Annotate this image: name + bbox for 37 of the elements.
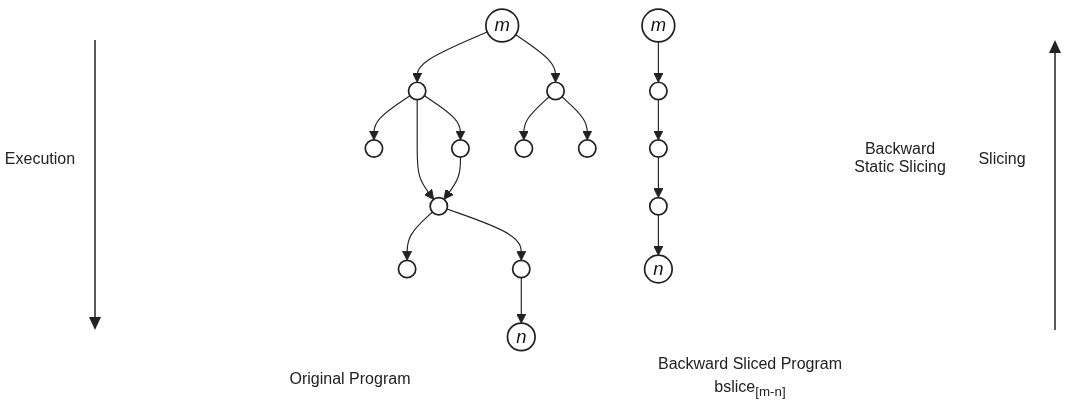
arrow xyxy=(653,214,664,256)
node-circle xyxy=(514,139,534,159)
node-circle xyxy=(407,81,427,101)
node-circle: n xyxy=(643,254,674,284)
node-circle xyxy=(364,139,384,159)
node-circle: n xyxy=(506,322,536,352)
node-circle xyxy=(648,81,668,101)
node-circle: m xyxy=(641,8,676,43)
arrow xyxy=(653,98,664,141)
node-circle xyxy=(450,139,470,159)
arrow xyxy=(653,156,664,199)
arrow xyxy=(416,98,435,200)
arrow xyxy=(561,96,593,141)
arrow xyxy=(515,34,561,83)
arrow xyxy=(653,41,664,83)
label-text: Backward Sliced Program xyxy=(656,355,844,373)
label-text: Slicing xyxy=(977,150,1027,168)
node-circle xyxy=(648,139,668,159)
arrow xyxy=(518,96,550,141)
arrow xyxy=(423,95,466,141)
node-circle xyxy=(511,259,531,279)
arrow xyxy=(412,31,488,83)
arrow xyxy=(402,211,433,261)
node-circle: m xyxy=(485,8,520,43)
label-text: Backward Static Slicing xyxy=(853,140,947,176)
node-circle xyxy=(546,81,566,101)
arrow xyxy=(368,95,411,141)
label-text: bslice$_{[m-n]}$ xyxy=(713,378,787,400)
node-circle xyxy=(429,196,449,216)
node-circle xyxy=(577,139,597,159)
arrow xyxy=(443,156,461,200)
arrow xyxy=(516,277,527,324)
label-text: Execution xyxy=(3,150,77,168)
arrow xyxy=(446,208,527,261)
node-circle xyxy=(648,196,668,216)
node-circle xyxy=(397,259,417,279)
label-text: Original Program xyxy=(288,370,412,388)
